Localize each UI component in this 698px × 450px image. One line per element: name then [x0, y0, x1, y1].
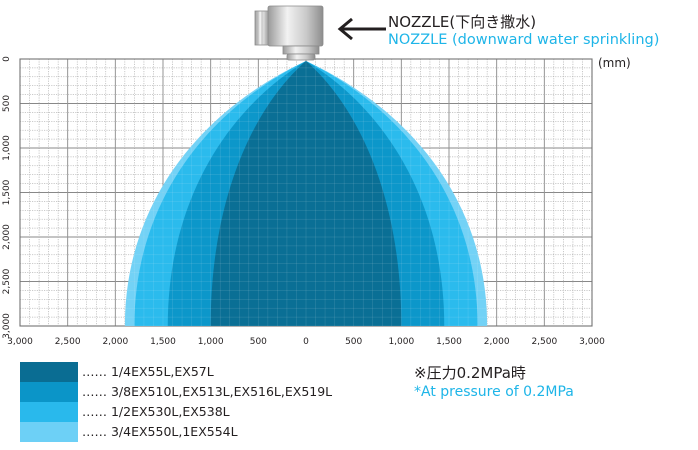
- legend-item: …… 1/2EX530L,EX538L: [20, 402, 380, 422]
- x-tick-label: 1,000: [388, 337, 414, 347]
- x-tick-label: 1,500: [436, 337, 462, 347]
- legend-swatch: [20, 382, 78, 402]
- x-tick-label: 2,500: [55, 337, 81, 347]
- x-tick-label: 2,000: [484, 337, 510, 347]
- nozzle-icon: [254, 5, 324, 61]
- pointer-arrow-icon: [337, 17, 386, 41]
- nozzle-label-ja: NOZZLE(下向き撒水): [388, 13, 537, 31]
- y-tick-label: 3,000: [2, 313, 12, 339]
- y-tick-label: 1,000: [2, 135, 12, 161]
- x-tick-label: 0: [303, 337, 309, 347]
- legend-item: …… 1/4EX55L,EX57L: [20, 362, 380, 382]
- unit-label: (mm): [598, 56, 631, 70]
- y-axis-ticks: 0 500 1,000 1,500 2,000 2,500 3,000: [2, 56, 12, 339]
- nozzle-label-en: NOZZLE (downward water sprinkling): [388, 32, 660, 48]
- pressure-note: ※圧力0.2MPa時 *At pressure of 0.2MPa: [414, 362, 574, 400]
- spray-area: [210, 61, 402, 326]
- pressure-note-en: *At pressure of 0.2MPa: [414, 384, 574, 400]
- spray-patterns: [19, 58, 593, 327]
- pressure-note-ja: ※圧力0.2MPa時: [414, 364, 526, 382]
- x-tick-label: 500: [250, 337, 267, 347]
- y-tick-label: 2,000: [2, 224, 12, 250]
- x-tick-label: 500: [345, 337, 362, 347]
- x-tick-label: 1,000: [198, 337, 224, 347]
- y-tick-label: 0: [2, 56, 12, 62]
- x-tick-label: 3,000: [579, 337, 605, 347]
- legend-item: …… 3/4EX550L,1EX554L: [20, 422, 380, 442]
- x-tick-label: 1,500: [150, 337, 176, 347]
- x-tick-label: 2,500: [531, 337, 557, 347]
- y-tick-label: 1,500: [2, 179, 12, 205]
- y-tick-label: 2,500: [2, 268, 12, 294]
- x-tick-label: 3,000: [7, 337, 33, 347]
- legend-swatch: [20, 362, 78, 382]
- legend-label: …… 3/8EX510L,EX513L,EX516L,EX519L: [82, 384, 333, 399]
- legend-label: …… 3/4EX550L,1EX554L: [82, 424, 238, 439]
- legend-swatch: [20, 402, 78, 422]
- x-axis-ticks: 3,000 2,500 2,000 1,500 1,000 500 0 500 1,000 1,5…: [7, 337, 605, 347]
- y-tick-label: 500: [2, 95, 12, 112]
- legend-label: …… 1/2EX530L,EX538L: [82, 404, 230, 419]
- legend-label: …… 1/4EX55L,EX57L: [82, 364, 214, 379]
- legend-item: …… 3/8EX510L,EX513L,EX516L,EX519L: [20, 382, 380, 402]
- x-tick-label: 2,000: [102, 337, 128, 347]
- legend-swatch: [20, 422, 78, 442]
